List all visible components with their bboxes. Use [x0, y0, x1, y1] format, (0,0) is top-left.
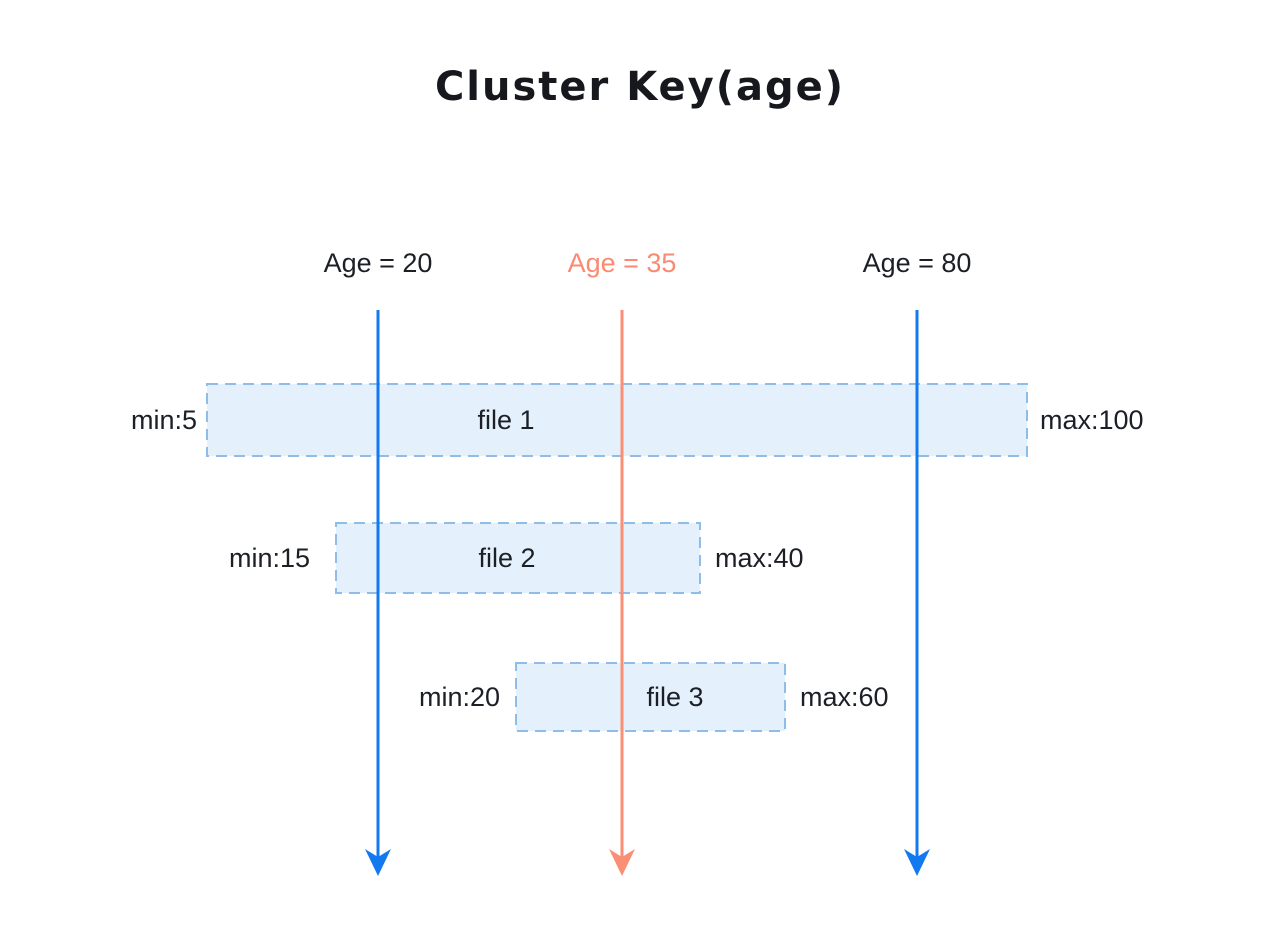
file-1-min-label: min:5 [130, 405, 197, 435]
age-20-marker-label: Age = 20 [323, 248, 433, 278]
file-3-range-box [516, 663, 785, 731]
file-3-max-label: max:60 [800, 682, 889, 712]
file-1-label: file 1 [477, 405, 535, 435]
file-2-range-border [335, 522, 701, 594]
diagram-title: Cluster Key(age) [434, 64, 846, 110]
age-80-arrowhead-icon [904, 849, 930, 876]
file-1-range-border [206, 383, 1028, 457]
file-2-max-label: max:40 [715, 543, 804, 573]
file-2-label: file 2 [478, 543, 536, 573]
file-3-range-border [515, 662, 786, 732]
age-35-arrowhead-icon [609, 849, 635, 876]
file-1-range-box [207, 384, 1027, 456]
age-80-marker-label: Age = 80 [862, 248, 972, 278]
file-3-min-label: min:20 [418, 682, 500, 712]
file-2-min-label: min:15 [228, 543, 310, 573]
file-2-range-box [336, 523, 700, 593]
age-20-arrowhead-icon [365, 849, 391, 876]
age-35-marker-label: Age = 35 [567, 248, 677, 278]
file-1-max-label: max:100 [1040, 405, 1144, 435]
file-3-label: file 3 [646, 682, 704, 712]
